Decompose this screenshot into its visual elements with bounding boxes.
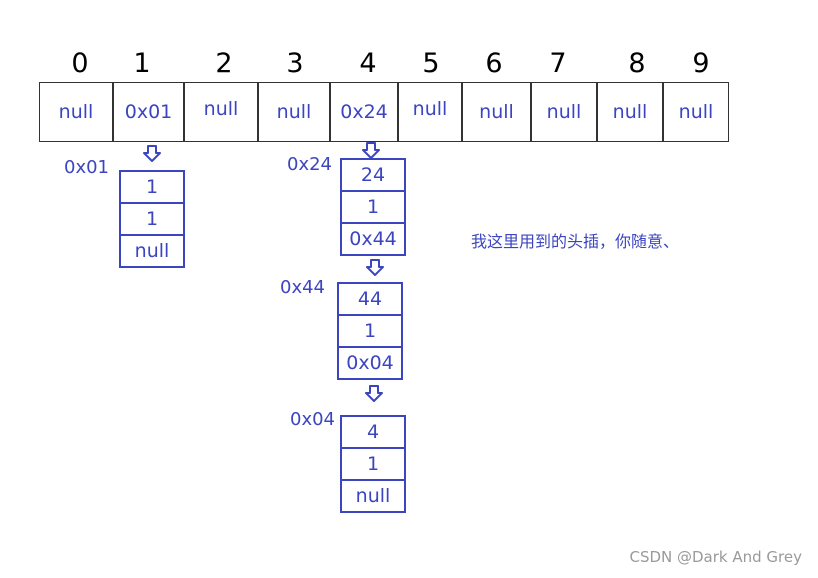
slot-value: null xyxy=(479,101,514,123)
node-value-cell: 1 xyxy=(121,202,183,234)
slot-value: 0x01 xyxy=(124,101,173,123)
index-label: 0 xyxy=(71,48,89,79)
slot-value: null xyxy=(58,101,94,123)
node-key-cell: 1 xyxy=(145,176,159,198)
node-value-cell: 1 xyxy=(342,190,404,222)
array-slot: null xyxy=(531,82,597,142)
node-next-cell: null xyxy=(342,479,404,511)
node-address-label: 0x01 xyxy=(64,157,110,178)
node-next-cell: null xyxy=(121,234,183,266)
index-label: 5 xyxy=(422,48,440,79)
index-label: 3 xyxy=(286,48,304,79)
index-label: 9 xyxy=(692,48,710,79)
slot-value: null xyxy=(276,101,312,123)
node-key-cell: 4 xyxy=(366,421,380,443)
linked-list-node: 44 1 0x04 xyxy=(337,282,403,380)
array-slot: null xyxy=(184,82,258,142)
index-label: 4 xyxy=(359,48,377,79)
array-slot: null xyxy=(258,82,330,142)
node-key-cell: 24 xyxy=(360,164,386,186)
node-next-cell: 0x04 xyxy=(339,346,401,378)
node-key-cell: 44 xyxy=(357,288,383,310)
linked-list-node: 24 1 0x44 xyxy=(340,158,406,256)
index-label: 8 xyxy=(628,48,646,79)
index-label: 2 xyxy=(215,48,233,79)
node-address-label: 0x04 xyxy=(290,409,336,430)
index-label: 6 xyxy=(485,48,503,79)
array-slot: null xyxy=(462,82,531,142)
slot-value: null xyxy=(678,101,714,123)
linked-list-node: 4 1 null xyxy=(340,415,406,513)
index-label: 1 xyxy=(133,48,151,79)
annotation-note: 我这里用到的头插，你随意、 xyxy=(471,232,680,251)
node-address-label: 0x44 xyxy=(280,277,326,298)
slot-value: null xyxy=(546,101,582,123)
slot-value: 0x24 xyxy=(340,101,388,123)
slot-value: null xyxy=(612,101,648,123)
down-arrow-icon xyxy=(143,145,161,162)
watermark-text: CSDN @Dark And Grey xyxy=(629,548,802,566)
slot-value: null xyxy=(203,98,239,120)
array-slot: 0x24 xyxy=(330,82,398,142)
index-label: 7 xyxy=(549,48,567,79)
down-arrow-icon xyxy=(362,142,380,159)
node-value-cell: 1 xyxy=(342,447,404,479)
node-address-label: 0x24 xyxy=(287,154,333,175)
node-next-cell: 0x44 xyxy=(342,222,404,254)
node-value-cell: 1 xyxy=(339,314,401,346)
array-slot: null xyxy=(39,82,113,142)
slot-value: null xyxy=(412,98,448,120)
array-slot: 0x01 xyxy=(113,82,184,142)
linked-list-node: 1 1 null xyxy=(119,170,185,268)
down-arrow-icon xyxy=(366,259,384,276)
down-arrow-icon xyxy=(365,385,383,402)
array-slot: null xyxy=(663,82,729,142)
array-slot: null xyxy=(398,82,462,142)
array-slot: null xyxy=(597,82,663,142)
